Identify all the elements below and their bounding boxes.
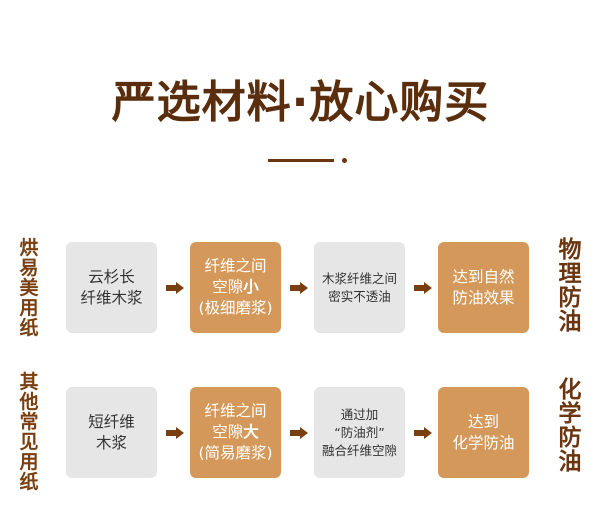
row2-right-label: 化学防油: [558, 377, 582, 475]
row2-box3: 通过加 “防油剂” 融合纤维空隙: [314, 387, 405, 478]
box-text: 达到自然: [452, 267, 515, 286]
box-text: 木浆: [95, 433, 127, 452]
box-text: 短纤维: [88, 412, 135, 431]
page-title: 严选材料·放心购买: [111, 77, 490, 128]
row1-right-label: 物理防油: [558, 237, 582, 335]
box-text: 通过加: [340, 406, 379, 422]
box-text: 空隙大: [212, 422, 259, 443]
box-text: 空隙小: [212, 277, 259, 298]
box-text: 空隙: [212, 423, 244, 441]
arrow-right-icon: [290, 427, 308, 439]
arrow-right-icon: [414, 282, 432, 294]
row1-box4: 达到自然 防油效果: [438, 242, 529, 333]
box-emphasis: 小: [243, 278, 259, 296]
box-text: 纤维木浆: [80, 288, 143, 307]
row1-box1: 云杉长 纤维木浆: [66, 242, 157, 333]
box-text: 融合纤维空隙: [321, 442, 397, 458]
box-text: 云杉长: [88, 267, 135, 286]
arrow-right-icon: [414, 427, 432, 439]
box-emphasis: 大: [243, 423, 259, 441]
row2-left-label: 其他常见用纸: [19, 371, 39, 493]
box-text: 防油效果: [452, 288, 515, 307]
box-text: 纤维之间: [204, 257, 267, 275]
row1-box3: 木浆纤维之间 密实不透油: [314, 242, 405, 333]
box-text: 纤维之间: [204, 402, 267, 420]
row1-box2: 纤维之间 空隙小 (极细磨浆): [190, 242, 281, 333]
arrow-right-icon: [290, 282, 308, 294]
box-text: 化学防油: [452, 433, 515, 452]
box-text: 木浆纤维之间: [321, 270, 397, 286]
row2-box4: 达到 化学防油: [438, 387, 529, 478]
divider-dot: [342, 158, 347, 163]
box-text: (极细磨浆): [198, 299, 273, 317]
box-text: (简易磨浆): [198, 444, 273, 462]
box-text: 达到: [467, 412, 499, 431]
box-text: 密实不透油: [328, 288, 391, 304]
arrow-right-icon: [166, 282, 184, 294]
divider-line: [268, 159, 334, 162]
box-text: “防油剂”: [334, 424, 385, 440]
arrow-right-icon: [166, 427, 184, 439]
row2-box1: 短纤维 木浆: [66, 387, 157, 478]
row2-box2: 纤维之间 空隙大 (简易磨浆): [190, 387, 281, 478]
box-text: 空隙: [212, 278, 244, 296]
row1-left-label: 烘易美用纸: [19, 237, 39, 339]
